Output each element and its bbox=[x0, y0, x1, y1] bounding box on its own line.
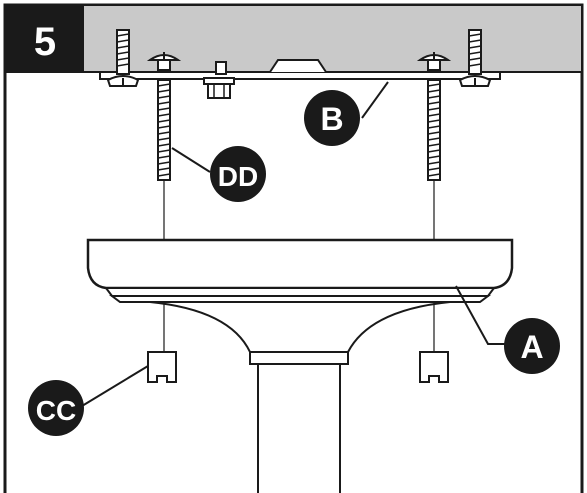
step-number-box bbox=[6, 6, 84, 72]
wire-nut-left bbox=[147, 351, 177, 383]
mounting-bracket bbox=[99, 59, 501, 80]
callout-cc-label: CC bbox=[36, 395, 76, 426]
leader-cc bbox=[81, 365, 149, 407]
leader-a bbox=[455, 285, 506, 345]
callout-b: B bbox=[304, 90, 360, 146]
ground-screw bbox=[203, 61, 235, 99]
leader-b bbox=[361, 81, 389, 119]
canopy bbox=[86, 238, 514, 353]
downrod bbox=[249, 351, 349, 493]
callout-a: A bbox=[504, 318, 560, 374]
leader-dd bbox=[171, 147, 211, 173]
step-number: 5 bbox=[34, 20, 56, 64]
callout-cc: CC bbox=[28, 380, 84, 436]
threaded-rod-right bbox=[416, 52, 452, 352]
callout-a-label: A bbox=[520, 329, 543, 365]
callout-b-label: B bbox=[320, 101, 343, 137]
callout-dd-label: DD bbox=[218, 161, 258, 192]
callout-dd: DD bbox=[210, 146, 266, 202]
ceiling-screw-left bbox=[106, 29, 140, 87]
wire-nut-right bbox=[419, 351, 449, 383]
ceiling-screw-right bbox=[458, 29, 492, 87]
